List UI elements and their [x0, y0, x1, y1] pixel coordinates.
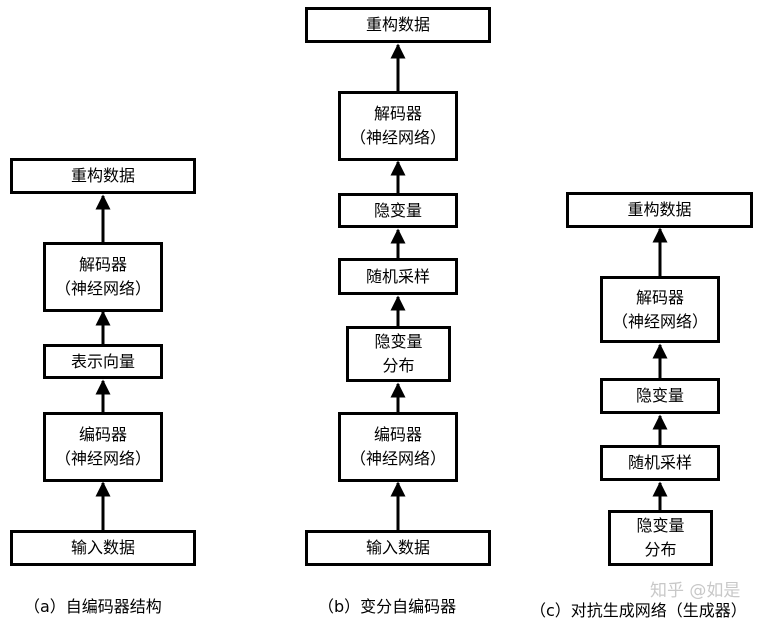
b-sampling-label: 随机采样: [365, 266, 430, 286]
c-latent-box: 隐变量: [600, 378, 720, 414]
a-decoder-sublabel: （神经网络）: [54, 279, 151, 298]
c-decoder-box: 解码器 （神经网络）: [600, 276, 720, 343]
b-output-box: 重构数据: [305, 7, 491, 43]
c-distribution-label: 隐变量: [636, 516, 685, 535]
c-output-label: 重构数据: [627, 200, 692, 219]
b-encoder-label: 编码器: [373, 425, 422, 444]
a-latent-label: 表示向量: [70, 351, 135, 371]
a-output-label: 重构数据: [70, 166, 135, 185]
b-input-box: 输入数据: [305, 530, 491, 566]
b-sampling-box: 随机采样: [338, 258, 458, 295]
b-distribution-sublabel: 分布: [382, 356, 415, 375]
c-output-box: 重构数据: [566, 192, 753, 228]
b-decoder-sublabel: （神经网络）: [349, 128, 446, 147]
a-output-box: 重构数据: [10, 158, 196, 194]
b-input-label: 输入数据: [365, 538, 430, 557]
c-decoder-label: 解码器: [635, 287, 684, 307]
a-encoder-box: 编码器 （神经网络）: [43, 412, 163, 482]
b-encoder-box: 编码器 （神经网络）: [338, 412, 458, 482]
b-encoder-sublabel: （神经网络）: [349, 449, 446, 468]
b-distribution-label: 隐变量: [374, 332, 423, 351]
a-latent-box: 表示向量: [43, 344, 163, 379]
a-input-label: 输入数据: [70, 538, 135, 557]
a-decoder-label: 解码器: [78, 255, 127, 274]
b-latent-box: 隐变量: [338, 193, 458, 228]
b-output-label: 重构数据: [365, 15, 430, 34]
a-decoder-box: 解码器 （神经网络）: [43, 242, 163, 312]
b-decoder-label: 解码器: [373, 104, 422, 123]
c-latent-label: 隐变量: [635, 386, 684, 405]
watermark: 知乎 @如是: [650, 581, 741, 601]
c-sampling-box: 随机采样: [600, 445, 720, 481]
b-distribution-box: 隐变量 分布: [346, 326, 451, 382]
b-decoder-box: 解码器 （神经网络）: [338, 91, 458, 161]
b-latent-label: 隐变量: [373, 200, 422, 220]
c-distribution-sublabel: 分布: [644, 540, 677, 559]
caption-b: （b）变分自编码器: [318, 597, 457, 616]
a-encoder-sublabel: （神经网络）: [54, 449, 151, 468]
c-sampling-label: 随机采样: [627, 453, 692, 472]
c-distribution-box: 隐变量 分布: [608, 510, 713, 566]
a-encoder-label: 编码器: [78, 425, 127, 444]
caption-c: （c）对抗生成网络（生成器）: [530, 601, 747, 620]
a-input-box: 输入数据: [10, 530, 196, 566]
caption-a: （a）自编码器结构: [24, 597, 162, 616]
c-decoder-sublabel: （神经网络）: [611, 311, 708, 331]
